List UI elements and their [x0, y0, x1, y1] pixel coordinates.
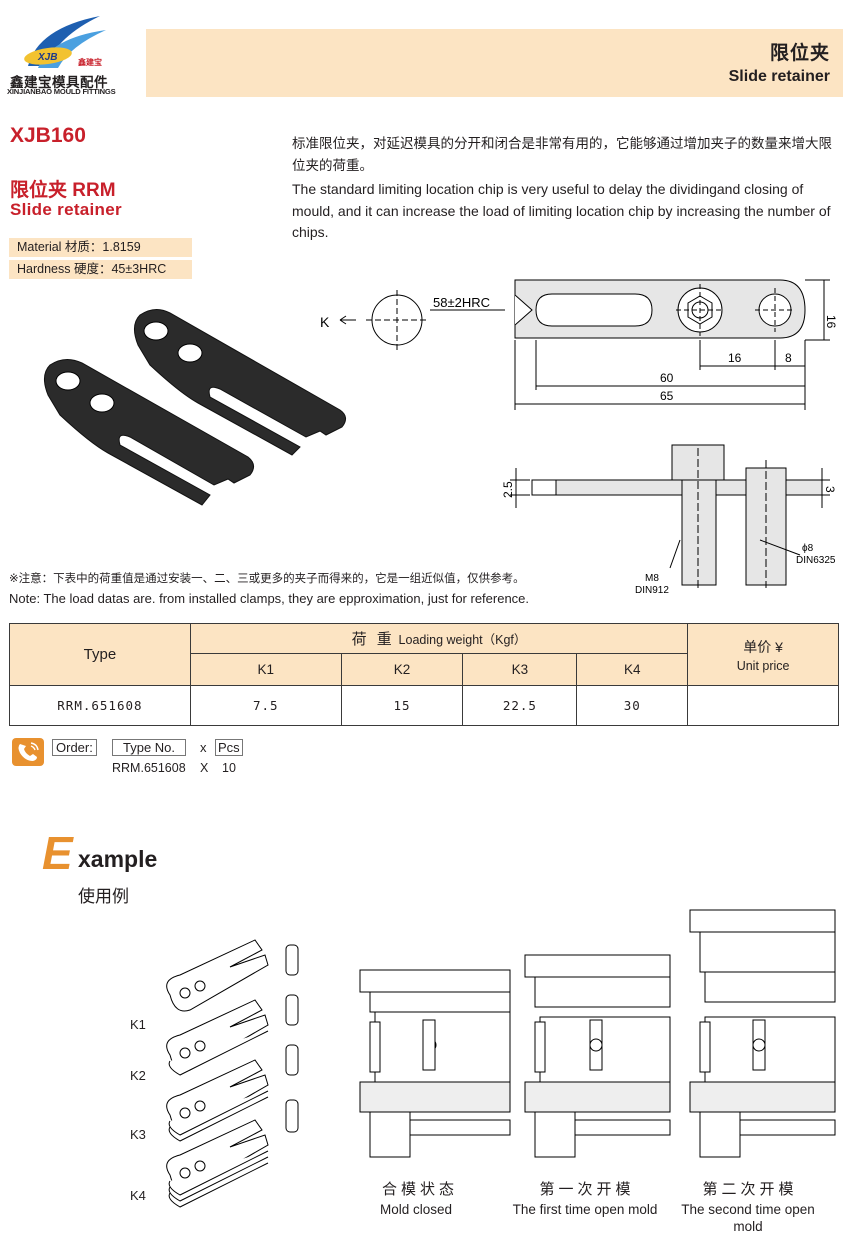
dim-2-5: 2.5: [501, 481, 515, 498]
pin-standard: DIN6325: [796, 555, 836, 566]
table-header-k1: K1: [189, 653, 342, 686]
hrc-label: 58±2HRC: [433, 295, 490, 310]
caption-second-en: The second time open mold: [681, 1202, 815, 1234]
brand-name-cn: 鑫建宝模具配件: [10, 75, 108, 90]
loading-header-cn: 荷 重: [351, 631, 395, 648]
order-label: Order:: [52, 739, 97, 756]
product-code: XJB160: [10, 124, 86, 147]
description-cn: 标准限位夹，对延迟模具的分开和闭合是非常有用的，它能够通过增加夹子的数量来增大限…: [292, 136, 832, 173]
order-multiplier: x: [200, 740, 207, 755]
table-header-price: 单价 ¥ Unit price: [687, 623, 839, 686]
spec-hardness: Hardness 硬度：45±3HRC: [9, 260, 192, 279]
table-header-k2: K2: [340, 653, 464, 686]
order-pcs-label: Pcs: [215, 739, 243, 756]
brand-logo: XJB 鑫建宝: [24, 16, 106, 68]
example-label-k1: K1: [130, 1017, 146, 1032]
table-header-k4: K4: [576, 653, 689, 686]
order-example-quantity: 10: [222, 761, 236, 775]
brand-name-en: XINJIANBAO MOULD FITTINGS: [7, 87, 116, 96]
loading-header-en: Loading weight（Kgf）: [398, 633, 527, 647]
cell-type: RRM.651608: [9, 685, 191, 726]
order-example-code: RRM.651608: [112, 761, 186, 775]
note-en: Note: The load datas are. from installed…: [9, 591, 530, 606]
phone-icon: [12, 738, 44, 766]
note-cn: ※注意：下表中的荷重值是通过安装一、二、三或更多的夹子而得来的，它是一组近似值，…: [9, 573, 525, 585]
dim-16-width: 16: [728, 351, 742, 365]
cell-k1: 7.5: [189, 685, 342, 726]
page-title-en: Slide retainer: [728, 68, 830, 85]
price-header-cn: 单价 ¥: [743, 638, 783, 655]
cell-k3: 22.5: [462, 685, 578, 726]
cell-k2: 15: [340, 685, 464, 726]
dim-16-height: 16: [824, 315, 838, 329]
caption-closed-en: Mold closed: [379, 1202, 453, 1217]
example-label-k2: K2: [130, 1068, 146, 1083]
caption-second-cn: 第二次开模: [702, 1181, 798, 1198]
table-header-loading: 荷 重 Loading weight（Kgf）: [189, 623, 689, 654]
cell-price: [687, 685, 839, 726]
loading-table: Type 荷 重 Loading weight（Kgf） 单价 ¥ Unit p…: [9, 623, 839, 726]
mold-states-illustration: [359, 909, 836, 1158]
caption-closed-cn: 合模状态: [381, 1181, 458, 1198]
caption-first-en: The first time open mold: [512, 1202, 658, 1217]
technical-drawing: K 58±2HRC 16 16 8 60 65 2.5 3 ϕ8 DIN6325…: [320, 279, 838, 596]
screw-size: M8: [645, 573, 659, 584]
description-en: The standard limiting location chip is v…: [292, 181, 831, 240]
cell-k4: 30: [576, 685, 689, 726]
example-letter: E: [42, 827, 73, 879]
brand-tag: 鑫建宝: [77, 57, 102, 67]
spec-material: Material 材质：1.8159: [9, 238, 192, 257]
dim-3: 3: [823, 486, 837, 493]
product-name-en: Slide retainer: [10, 200, 122, 219]
example-label-k4: K4: [130, 1188, 146, 1203]
page-title-cn: 限位夹: [769, 43, 830, 64]
example-title: xample: [78, 846, 158, 872]
product-photo: [44, 309, 346, 506]
dim-65: 65: [660, 389, 674, 403]
dim-8: 8: [785, 351, 792, 365]
product-name-cn: 限位夹 RRM: [10, 180, 116, 201]
order-type-label: Type No.: [112, 739, 187, 756]
brand-badge: XJB: [37, 52, 57, 63]
example-label-k3: K3: [130, 1127, 146, 1142]
table-row: RRM.651608 7.5 15 22.5 30: [9, 685, 839, 726]
screw-standard: DIN912: [635, 585, 669, 596]
table-header-type: Type: [9, 623, 191, 686]
header-band: [146, 29, 843, 97]
caption-first-cn: 第一次开模: [539, 1181, 635, 1198]
view-label: K: [320, 314, 330, 330]
dim-60: 60: [660, 371, 674, 385]
price-header-en: Unit price: [736, 658, 790, 673]
example-title-cn: 使用例: [78, 887, 129, 906]
table-header-k3: K3: [462, 653, 578, 686]
order-example-multiplier: X: [200, 761, 209, 775]
clip-stack-illustration: [166, 939, 299, 1208]
pin-diameter: ϕ8: [802, 543, 814, 554]
